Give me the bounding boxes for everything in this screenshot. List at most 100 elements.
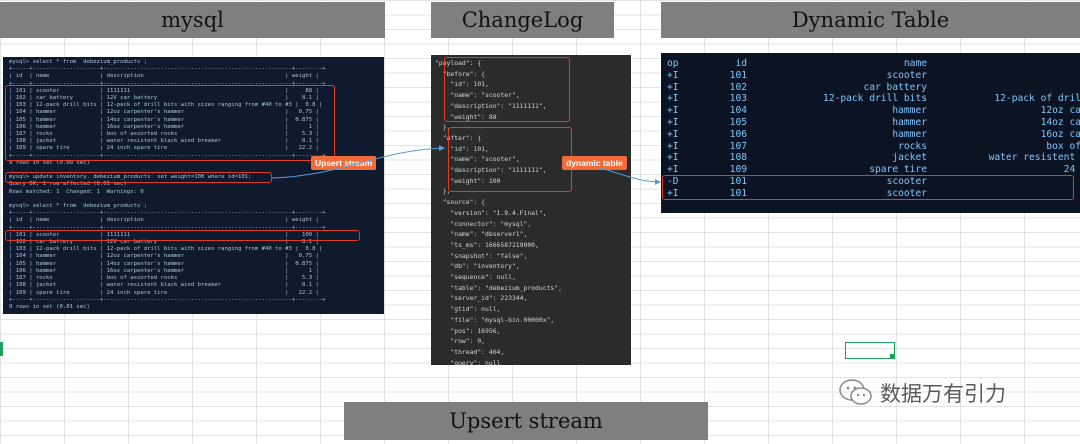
op-cell: +I bbox=[667, 187, 679, 199]
divider: +-----+--------------------+------------… bbox=[9, 66, 326, 73]
name-cell: rocks bbox=[898, 140, 927, 152]
table-row: | 106 | hammer | 16oz carpenter's hammer… bbox=[9, 267, 319, 274]
table-row: | 109 | spare tire | 24 inch spare tire … bbox=[9, 289, 319, 296]
table-row: | 109 | spare tire | 24 inch spare tire … bbox=[9, 145, 319, 152]
id-cell: 101 bbox=[729, 187, 747, 199]
id-cell: 102 bbox=[729, 81, 747, 93]
table-row: | 102 | car battery | 12V car battery | … bbox=[9, 239, 319, 246]
name-cell: name bbox=[903, 58, 927, 69]
json-line: "connector": "mysql", bbox=[435, 219, 532, 228]
table-row: | 106 | hammer | 16oz carpenter's hammer… bbox=[9, 123, 319, 130]
json-line: "name": "dbserver1", bbox=[435, 230, 528, 239]
json-line: "id": 101, bbox=[435, 144, 489, 153]
id-cell: 106 bbox=[729, 128, 747, 140]
description-cell: water resistent black win bbox=[988, 152, 1080, 164]
table-row: +I101scooter1 bbox=[661, 70, 1080, 82]
retract-insert-highlight bbox=[662, 175, 1074, 200]
json-line: "description": "1111111", bbox=[435, 166, 547, 175]
dynamic-table-tag: dynamic table bbox=[562, 156, 627, 170]
changelog-json-panel: "payload": { "before": { "id": 101, "nam… bbox=[431, 55, 631, 365]
mysql-to-changelog-arrow bbox=[271, 145, 445, 179]
update-statement: mysql> update inventory.`debezium_produc… bbox=[9, 174, 252, 181]
name-cell: hammer bbox=[892, 128, 927, 140]
selected-cell-handle[interactable] bbox=[890, 354, 894, 358]
json-line: "table": "debezium_products", bbox=[435, 283, 562, 292]
id-cell: 101 bbox=[729, 175, 747, 187]
table-row: +I101scooter1 bbox=[661, 188, 1080, 200]
json-line: "server_id": 223344, bbox=[435, 294, 528, 303]
json-line: }, bbox=[435, 123, 451, 132]
query-ok: Query OK, 1 row affected (0.01 sec) bbox=[9, 181, 127, 188]
op-cell: +I bbox=[667, 152, 679, 164]
first-result-highlight bbox=[5, 85, 335, 161]
json-line: "before": { bbox=[435, 69, 486, 78]
op-cell: +I bbox=[667, 93, 679, 105]
table-row: | 105 | hammer | 14oz carpenter's hammer… bbox=[9, 116, 319, 123]
json-line: "thread": 464, bbox=[435, 347, 505, 356]
name-cell: hammer bbox=[892, 116, 927, 128]
table-header: | id | name | description | weight | bbox=[9, 217, 319, 224]
row-marker bbox=[0, 342, 3, 356]
description-cell: 12oz carpenter's bbox=[1040, 105, 1080, 117]
name-cell: spare tire bbox=[869, 164, 927, 176]
description-cell: 24 inch spar bbox=[1063, 164, 1080, 176]
table-row: | 108 | jacket | water resistent black w… bbox=[9, 282, 319, 289]
row-count: 9 rows in set (0.01 sec) bbox=[9, 303, 90, 310]
id-cell: 105 bbox=[729, 116, 747, 128]
table-header: opidnamedescr bbox=[661, 58, 1080, 70]
divider: +-----+--------------------+------------… bbox=[9, 152, 326, 159]
divider: +-----+--------------------+------------… bbox=[9, 296, 326, 303]
name-cell: scooter bbox=[886, 175, 927, 187]
json-line: "ts_ms": 1666587219000, bbox=[435, 240, 539, 249]
query-line: mysql> select * from `debezium_products`… bbox=[9, 59, 148, 65]
json-line: "after": { bbox=[435, 133, 482, 142]
json-line: "snapshot": "false", bbox=[435, 251, 528, 260]
table-row: | 107 | rocks | box of assorted rocks | … bbox=[9, 275, 319, 282]
dynamic-table-title: Dynamic Table bbox=[661, 2, 1080, 38]
table-row: | 103 | 12-pack drill bits | 12-pack of … bbox=[9, 102, 323, 109]
json-line: "pos": 16956, bbox=[435, 326, 501, 335]
query-line: mysql> select * from `debezium_products`… bbox=[9, 203, 148, 210]
op-cell: +I bbox=[667, 69, 679, 81]
json-line: "query": null bbox=[435, 358, 501, 365]
table-row: | 107 | rocks | box of assorted rocks | … bbox=[9, 131, 319, 138]
id-cell: 101 bbox=[729, 69, 747, 81]
op-cell: +I bbox=[667, 140, 679, 152]
table-row: -D101scooter1 bbox=[661, 176, 1080, 188]
name-cell: scooter bbox=[886, 69, 927, 81]
id-cell: 108 bbox=[729, 152, 747, 164]
watermark-text: 数据万有引力 bbox=[880, 382, 1006, 406]
upsert-stream-title: Upsert stream bbox=[344, 402, 708, 440]
divider: +-----+--------------------+------------… bbox=[9, 210, 326, 217]
json-line: "gtid": null, bbox=[435, 305, 501, 314]
table-row: +I 109 spare tire 24 inch spar bbox=[661, 164, 1080, 176]
op-cell: +I bbox=[667, 164, 679, 176]
id-cell: 103 bbox=[729, 93, 747, 105]
name-cell: scooter bbox=[886, 187, 927, 199]
table-row: | 104 | hammer | 12oz carpenter's hammer… bbox=[9, 109, 319, 116]
json-line: "weight": 88 bbox=[435, 112, 497, 121]
id-cell: id bbox=[735, 58, 747, 69]
selected-cell[interactable] bbox=[845, 342, 895, 359]
op-cell: +I bbox=[667, 116, 679, 128]
rows-matched: Rows matched: 1 Changed: 1 Warnings: 0 bbox=[9, 188, 144, 195]
id-cell: 109 bbox=[729, 164, 747, 176]
watermark: 数据万有引力 bbox=[838, 378, 1006, 408]
row-count: 9 rows in set (0.00 sec) bbox=[9, 159, 90, 166]
table-row: | 101 | scooter | 1111111 | 100 | bbox=[9, 231, 319, 238]
wechat-icon bbox=[839, 379, 872, 405]
table-row: | 103 | 12-pack drill bits | 12-pack of … bbox=[9, 246, 323, 253]
json-line: "id": 101, bbox=[435, 80, 489, 89]
table-row: | 101 | scooter | 1111111 | 88 | bbox=[9, 87, 319, 94]
description-cell: box of assorted bbox=[1046, 140, 1080, 152]
json-line: "file": "mysql-bin.00000x", bbox=[435, 315, 555, 324]
json-line: }, bbox=[435, 187, 451, 196]
name-cell: jacket bbox=[892, 152, 927, 164]
op-cell: op bbox=[667, 58, 679, 69]
table-row: +I 108 jacket water resistent black win bbox=[661, 152, 1080, 164]
json-line: "weight": 100 bbox=[435, 176, 501, 185]
